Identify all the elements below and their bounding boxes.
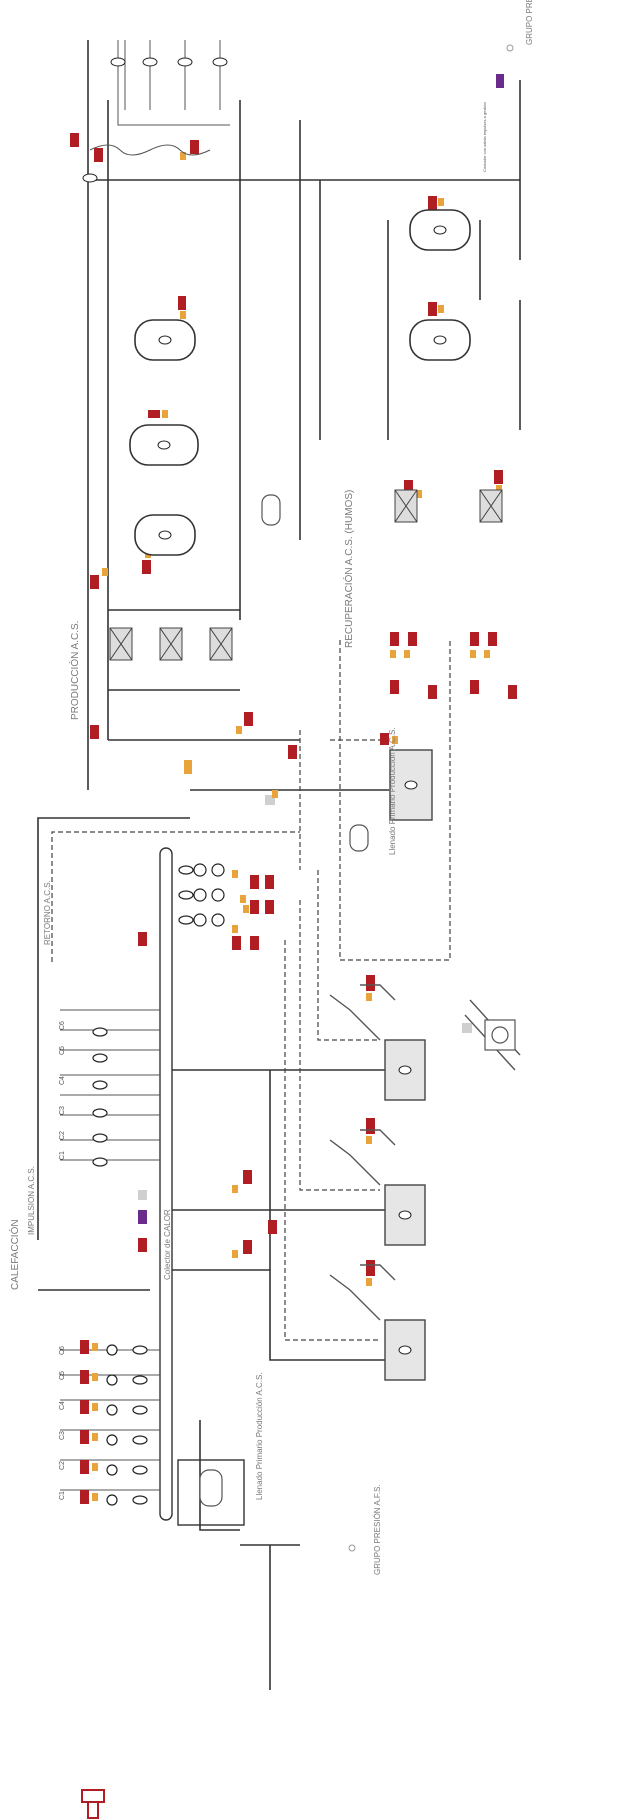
fan-unit: [484, 1019, 516, 1051]
colector-calor: [159, 847, 173, 1521]
tag-c3-lower: C3: [59, 1431, 66, 1440]
collector-pumps: [178, 863, 225, 927]
tag-c2-upper: C2: [59, 1131, 66, 1140]
top-distribution-ids: [82, 57, 228, 183]
expansion-vessels: [199, 494, 369, 1507]
label-colector-calor: Colector de CALOR: [163, 1209, 172, 1280]
sensor-tags: [70, 74, 517, 1819]
tag-c4-lower: C4: [59, 1401, 66, 1410]
section-title-recuperacion: RECUPERACIÓN A.C.S. (HUMOS): [342, 490, 355, 648]
label-retorno-acs: RETORNO A.C.S.: [43, 880, 52, 945]
boiler-ids: [398, 1065, 412, 1355]
grupo-presion-top-marker: [506, 44, 514, 52]
tag-c5-upper: C5: [59, 1046, 66, 1055]
boilers: [384, 1039, 426, 1381]
label-llenado-top: Llenado Primario Producción A.C.S.: [388, 727, 397, 855]
tag-c4-upper: C4: [59, 1076, 66, 1085]
label-llenado-bottom: Llenado Primario Producción A.C.S.: [255, 1372, 264, 1500]
upper-circuit-valves: [92, 1027, 108, 1167]
top-distribution: [89, 40, 230, 156]
filling-box-bottom: [177, 1459, 245, 1526]
section-title-calefaccion: CALEFACCIÓN: [8, 1219, 21, 1290]
tag-c2-lower: C2: [59, 1461, 66, 1470]
label-contador: Contador con salida impulsos a gestión: [482, 102, 487, 172]
tag-c1-lower: C1: [59, 1491, 66, 1500]
circuit-tags-lower: C1 C2 C3 C4 C5 C6: [59, 1346, 66, 1500]
tag-c3-upper: C3: [59, 1106, 66, 1115]
tag-c5-lower: C5: [59, 1371, 66, 1380]
lower-circuit-pumps: [106, 1344, 148, 1506]
grupo-presion-bottom-marker: [348, 1544, 356, 1552]
tank-ids: [157, 225, 447, 540]
main-pipework: [37, 40, 521, 1690]
circuit-tags-upper: C1 C2 C3 C4 C5 C6: [59, 1021, 66, 1160]
tag-c6-lower: C6: [59, 1346, 66, 1355]
recuperator-id: [404, 780, 418, 790]
boiler-flues: [329, 984, 521, 1321]
legend-symbol: [81, 1789, 105, 1819]
label-impulsion-acs: IMPULSION A.C.S.: [27, 1166, 36, 1235]
section-title-produccion: PRODUCCIÓN A.C.S.: [68, 621, 81, 720]
label-grupo-presion-bottom: GRUPO PRESIÓN A.F.S.: [373, 1484, 382, 1575]
tag-c1-upper: C1: [59, 1151, 66, 1160]
heat-exchangers: [109, 489, 503, 661]
label-grupo-presion-top: GRUPO PRESIÓN A.F.S.: [525, 0, 534, 45]
tag-c6-upper: C6: [59, 1021, 66, 1030]
